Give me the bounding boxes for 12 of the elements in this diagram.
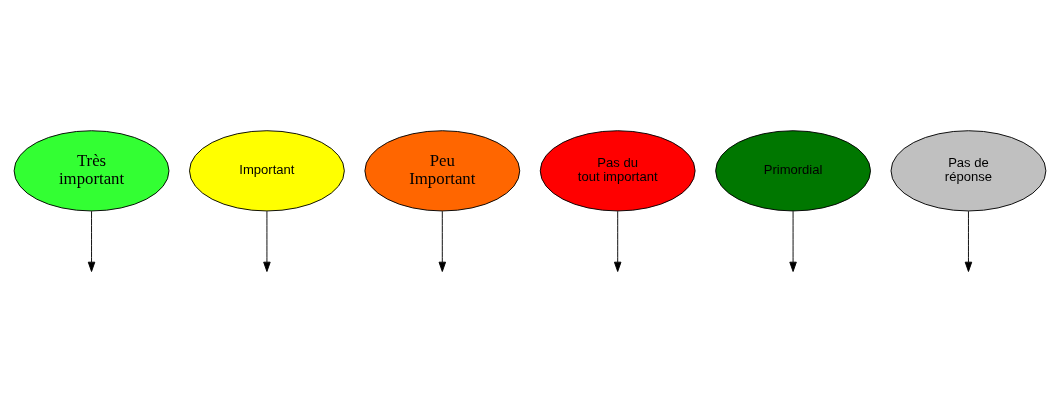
arrow — [613, 210, 622, 272]
node-ellipse: Très important — [13, 130, 170, 212]
node-ellipse: Primordial — [715, 130, 871, 212]
node-ellipse: Important — [189, 130, 345, 212]
node-ellipse: Pas du tout important — [539, 130, 696, 212]
arrow — [789, 210, 797, 272]
arrow — [438, 210, 447, 272]
arrow — [964, 210, 973, 272]
node-ellipse: Pas de réponse — [890, 130, 1047, 212]
arrow — [87, 210, 96, 272]
arrow — [263, 210, 271, 272]
node-ellipse: Peu Important — [364, 130, 521, 212]
